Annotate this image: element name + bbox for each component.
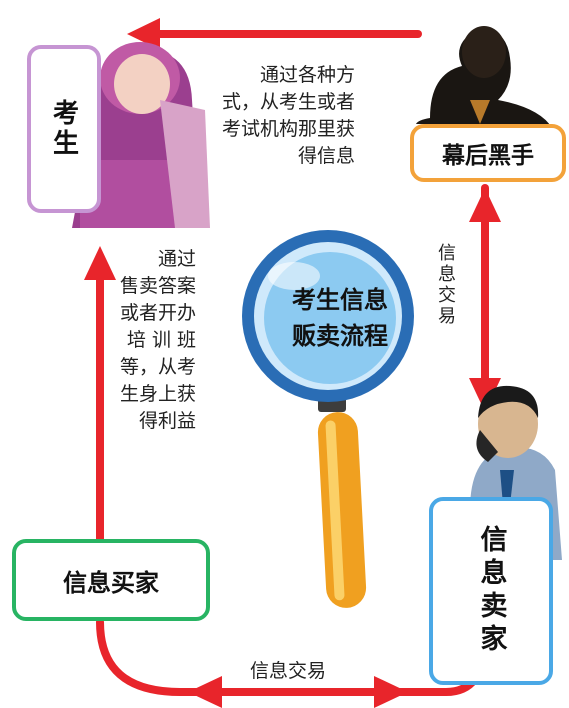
center-title: 考生信息 贩卖流程 [292,286,388,350]
arrowhead-right-down [469,378,501,412]
node-seller-label: 信息卖家 [475,525,507,657]
node-student: 考生 [27,45,101,213]
annotation-left: 通过 售卖答案 或者开办 培 训 班 等，从考 生身上获 得利益 [120,248,197,432]
node-mastermind: 幕后黑手 [410,124,566,182]
node-buyer-label: 信息买家 [63,568,159,597]
node-buyer: 信息买家 [12,539,210,621]
magnifier [242,230,414,608]
arrowhead-left [84,246,116,280]
mastermind-silhouette [416,26,552,128]
annotation-bottom: 信息交易 [250,660,327,682]
arrowhead-bottom-left [188,676,222,708]
annotation-top: 通过各种方 式，从考生或者 考试机构那里获 得信息 [222,64,356,167]
arrowhead-top [127,18,160,50]
arrowhead-right-up [469,188,501,222]
student-figure [72,42,210,228]
arrowhead-bottom-right [374,676,408,708]
annotation-right: 信息交易 [435,243,456,327]
node-student-label: 考生 [48,99,79,159]
node-seller: 信息卖家 [429,497,553,685]
node-mastermind-label: 幕后黑手 [442,143,534,169]
